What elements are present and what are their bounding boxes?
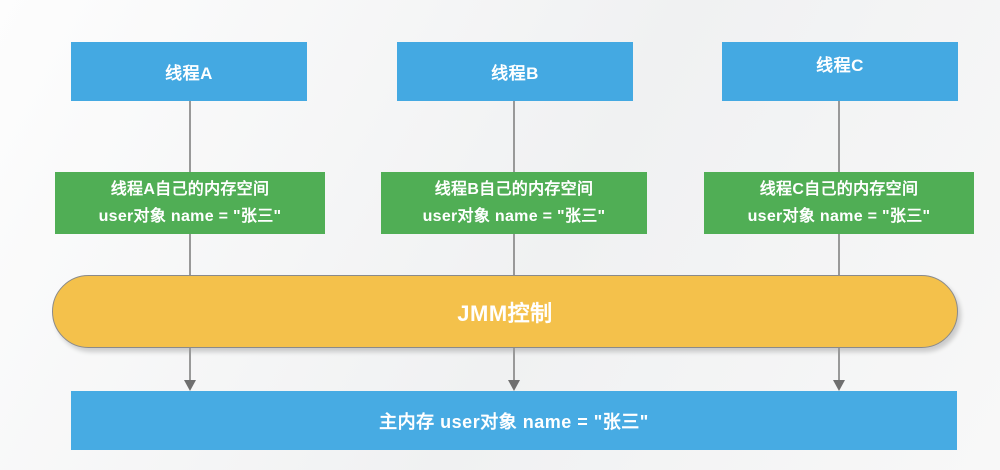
thread-a-box: 线程A [71, 42, 307, 101]
main-memory-bar: 主内存 user对象 name = "张三" [71, 391, 957, 450]
jmm-control-pill: JMM控制 [52, 275, 958, 348]
thread-c-memory-line1: 线程C自己的内存空间 [759, 181, 919, 198]
thread-c-memory-box: 线程C自己的内存空间 user对象 name = "张三" [704, 172, 974, 234]
thread-c-memory-line2: user对象 name = "张三" [747, 208, 931, 225]
arrow-down-icon [508, 380, 520, 391]
thread-b-memory-box: 线程B自己的内存空间 user对象 name = "张三" [381, 172, 647, 234]
arrow-down-icon [833, 380, 845, 391]
thread-c-label: 线程C [816, 56, 864, 75]
thread-b-label: 线程B [491, 64, 539, 83]
arrow-down-icon [184, 380, 196, 391]
thread-a-label: 线程A [165, 64, 213, 83]
arrow-jmm-to-main-b-line [513, 348, 515, 381]
connector-memory-c-to-jmm [838, 234, 840, 275]
arrow-jmm-to-main-a-line [189, 348, 191, 381]
thread-c-box: 线程C [722, 42, 958, 101]
thread-b-memory-line1: 线程B自己的内存空间 [434, 181, 594, 198]
connector-memory-a-to-jmm [189, 234, 191, 275]
connector-memory-b-to-jmm [513, 234, 515, 275]
main-memory-label: 主内存 user对象 name = "张三" [379, 411, 649, 432]
thread-a-memory-line2: user对象 name = "张三" [98, 208, 282, 225]
thread-a-memory-line1: 线程A自己的内存空间 [110, 181, 270, 198]
connector-thread-a-to-memory [189, 101, 191, 172]
thread-b-box: 线程B [397, 42, 633, 101]
connector-thread-c-to-memory [838, 101, 840, 172]
jmm-control-label: JMM控制 [457, 300, 553, 326]
thread-a-memory-box: 线程A自己的内存空间 user对象 name = "张三" [55, 172, 325, 234]
thread-b-memory-line2: user对象 name = "张三" [422, 208, 606, 225]
connector-thread-b-to-memory [513, 101, 515, 172]
arrow-jmm-to-main-c-line [838, 348, 840, 381]
